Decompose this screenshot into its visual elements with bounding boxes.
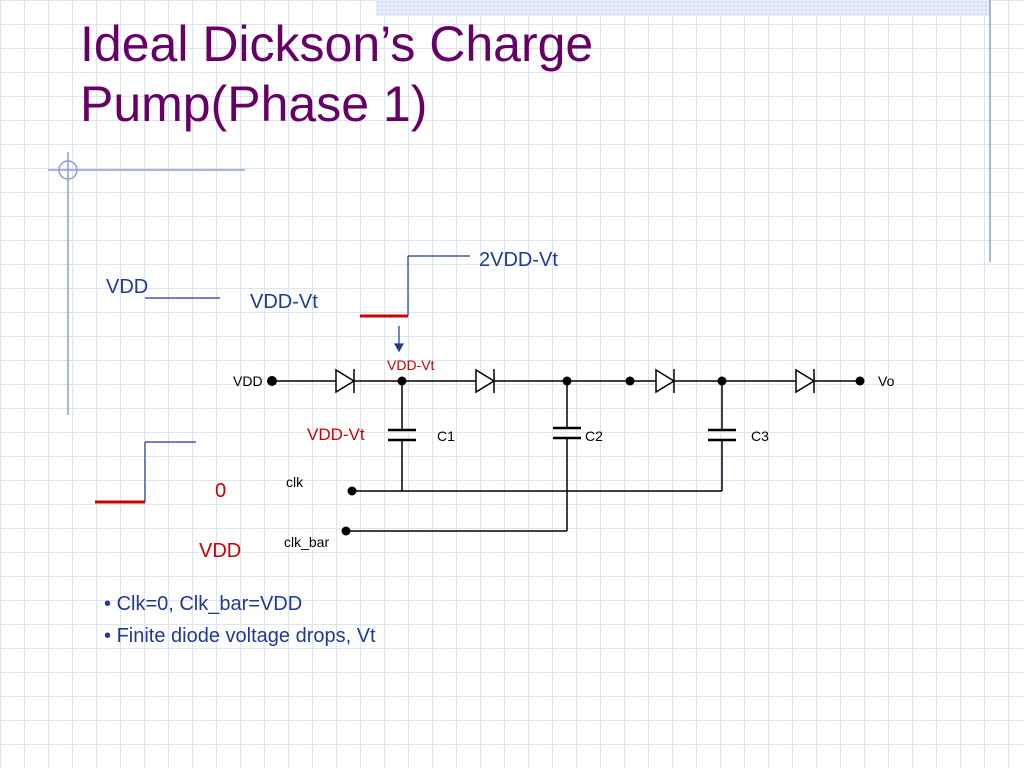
decorative-top-band [376, 0, 990, 16]
label-vdd-input: VDD [233, 373, 263, 389]
label-clk-bar: clk_bar [284, 534, 330, 550]
label-c2: C2 [585, 428, 603, 444]
capacitor-c1-symbol [388, 428, 416, 442]
capacitor-c3-symbol [708, 428, 736, 442]
label-c3: C3 [751, 428, 769, 444]
label-2vdd-vt: 2VDD-Vt [479, 249, 558, 271]
bullet-list: Clk=0, Clk_bar=VDD Finite diode voltage … [104, 588, 376, 652]
node-2 [562, 376, 572, 386]
diode [795, 368, 816, 394]
waveform-step-clk [95, 441, 196, 504]
circuit-wires [272, 380, 860, 532]
label-c1: C1 [437, 428, 455, 444]
waveform-step-up [360, 255, 470, 318]
node-1 [397, 376, 407, 386]
label-clk: clk [286, 474, 304, 490]
node-4 [717, 376, 727, 386]
clk-bar-terminal [341, 526, 351, 536]
capacitor-c2-symbol [553, 426, 581, 440]
node-3 [625, 376, 635, 386]
label-cap1-voltage: VDD-Vt [307, 425, 365, 444]
slide-title: Ideal Dickson’s Charge Pump(Phase 1) [80, 16, 594, 132]
diode [655, 368, 676, 394]
diode [475, 368, 496, 394]
bullet-item: Finite diode voltage drops, Vt [104, 620, 376, 652]
vdd-terminal [267, 376, 277, 386]
diode [335, 368, 356, 394]
label-vdd-top: VDD [106, 276, 149, 298]
circuit-nodes [267, 376, 865, 536]
label-zero: 0 [215, 480, 227, 502]
bullet-item: Clk=0, Clk_bar=VDD [104, 588, 376, 620]
vo-terminal [855, 376, 865, 386]
node-pointer-arrow [393, 326, 405, 353]
label-node-vdd-vt: VDD-Vt [387, 357, 435, 373]
label-vdd-vt-top: VDD-Vt [250, 291, 318, 313]
label-vo-output: Vo [878, 373, 895, 389]
label-vdd-bottom: VDD [199, 540, 242, 562]
slide-decoration [48, 0, 991, 415]
clk-terminal [347, 486, 357, 496]
